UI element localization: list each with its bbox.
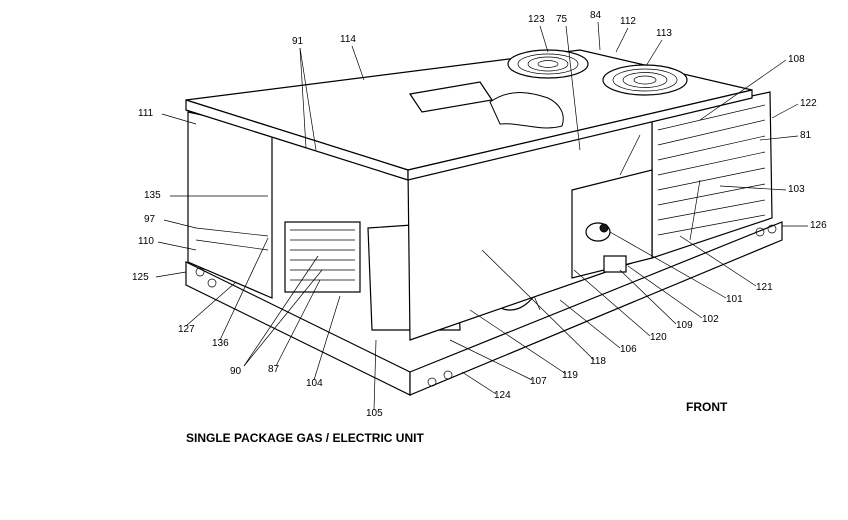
callout-113: 113	[656, 28, 672, 39]
front-label: FRONT	[686, 400, 728, 414]
callout-124: 124	[494, 390, 511, 401]
callout-136: 136	[212, 338, 229, 349]
callout-126: 126	[810, 220, 827, 231]
callout-81: 81	[800, 130, 812, 141]
callout-125: 125	[132, 272, 149, 283]
leader-lines	[155, 21, 808, 411]
callout-101: 101	[726, 294, 743, 305]
pressure-switch	[603, 255, 627, 273]
callout-120: 120	[650, 332, 667, 343]
callout-109: 109	[676, 320, 693, 331]
callout-87: 87	[268, 364, 280, 375]
callout-111: 111	[138, 108, 154, 119]
callout-91: 91	[292, 36, 304, 47]
callout-106: 106	[620, 344, 637, 355]
condenser-coil	[651, 91, 773, 259]
callout-97: 97	[144, 214, 156, 225]
callout-118: 118	[590, 356, 606, 367]
callout-121: 121	[756, 282, 773, 293]
callout-labels: 91 114 123 75 84 112 113 108 122 111 81 …	[132, 10, 827, 419]
callout-119: 119	[562, 370, 578, 381]
callout-90: 90	[230, 366, 242, 377]
callout-135: 135	[144, 190, 161, 201]
evaporator-coil	[284, 221, 361, 293]
callout-114: 114	[340, 34, 356, 45]
base-frame	[185, 221, 783, 396]
cutaway-edge	[489, 92, 564, 129]
callout-110: 110	[138, 236, 154, 247]
condenser-fan-grille-1	[507, 49, 589, 79]
callout-84: 84	[590, 10, 602, 21]
burner-compartment	[571, 169, 653, 279]
callout-107: 107	[530, 376, 547, 387]
callout-123: 123	[528, 14, 545, 25]
callout-122: 122	[800, 98, 817, 109]
callout-105: 105	[366, 408, 383, 419]
callout-103: 103	[788, 184, 805, 195]
callout-104: 104	[306, 378, 323, 389]
callout-102: 102	[702, 314, 719, 325]
callout-108: 108	[788, 54, 805, 65]
vent-opening	[408, 81, 494, 113]
callout-127: 127	[178, 324, 195, 335]
condenser-fan-grille-2	[602, 64, 688, 96]
diagram-caption: SINGLE PACKAGE GAS / ELECTRIC UNIT	[186, 431, 424, 445]
callout-75: 75	[556, 14, 568, 25]
callout-112: 112	[620, 16, 636, 27]
